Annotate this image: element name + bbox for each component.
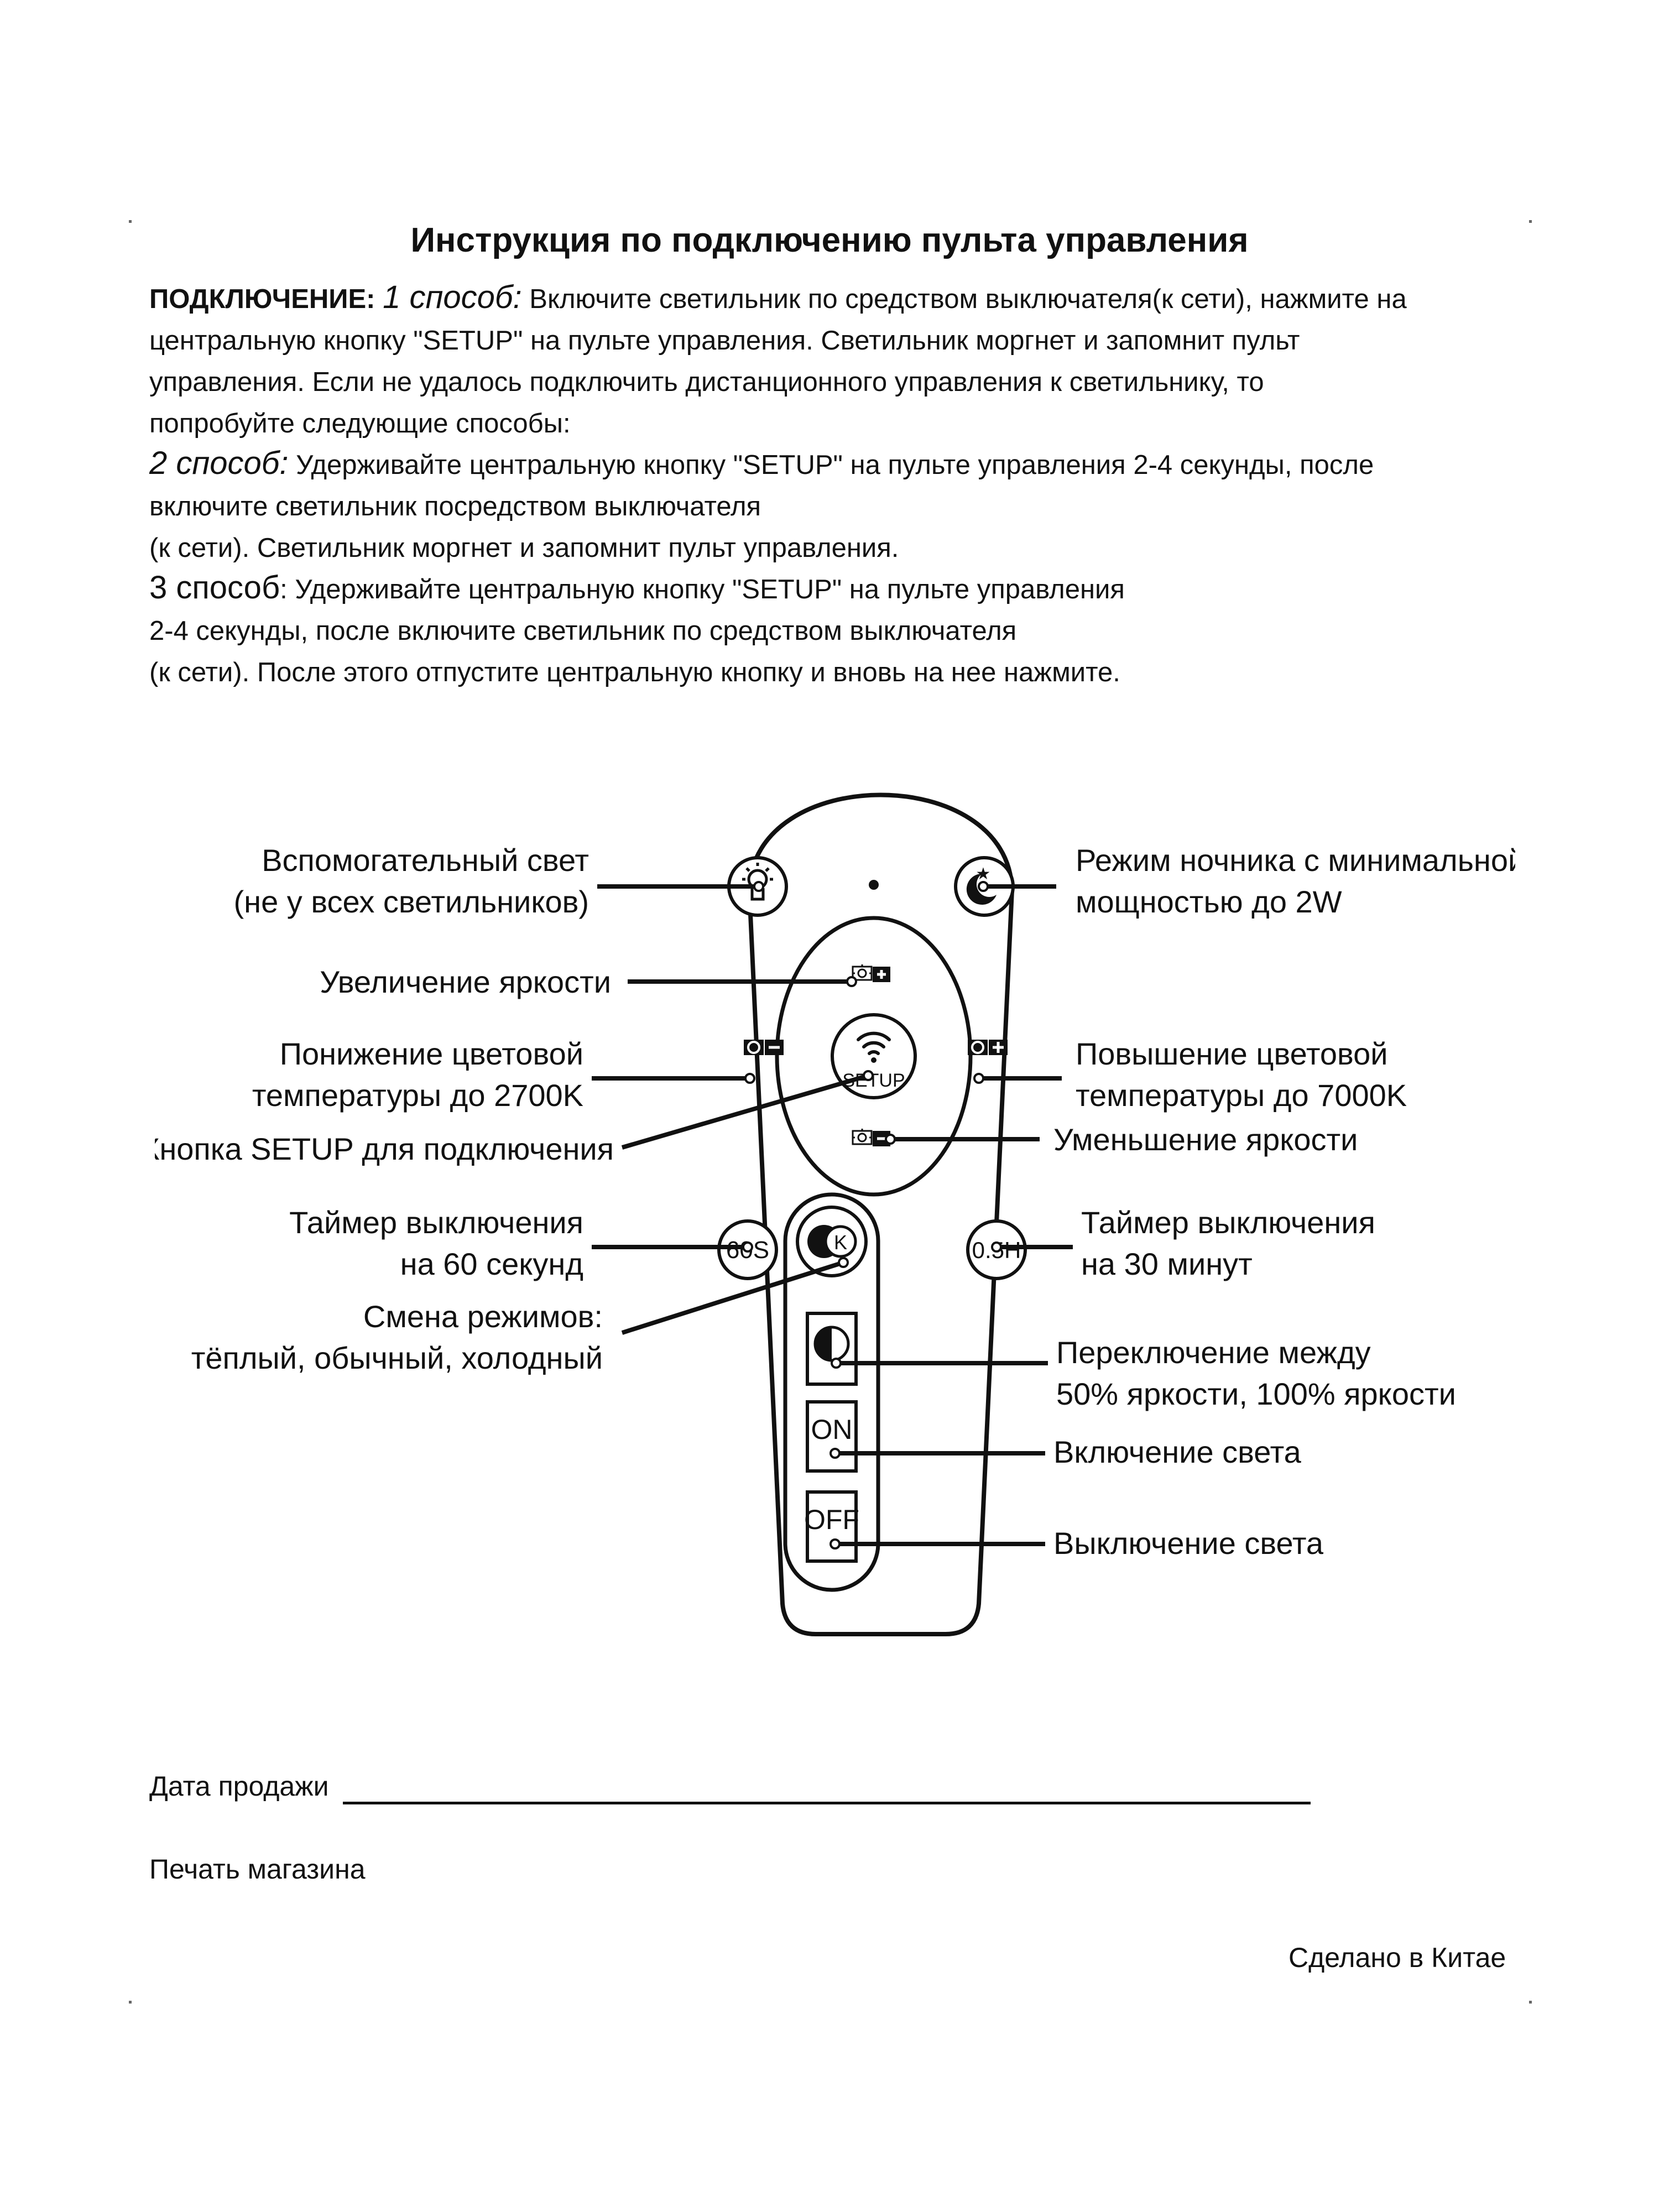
method-2-paragraph: 2 способ: Удерживайте центральную кнопку…	[149, 442, 1532, 569]
off-button-label: OFF	[804, 1504, 859, 1535]
timer-30min-label-line-1: Таймер выключения	[1081, 1205, 1375, 1240]
color-temp-down-label-line-2: температуры до 2700K	[252, 1078, 583, 1113]
timer-30min-label-line-2: на 30 минут	[1081, 1246, 1253, 1281]
night-mode-label-line-1: Режим ночника с минимальной	[1076, 843, 1515, 878]
method-2-line-2: включите светильник посредством выключат…	[149, 486, 1532, 528]
remote-control-diagram: ★ SETUP	[155, 741, 1515, 1692]
half-full-label-line-1: Переключение между	[1056, 1335, 1371, 1370]
aux-light-label-line-1: Вспомогательный свет	[262, 843, 589, 878]
method-3-line-3: (к сети). После этого отпустите централь…	[149, 652, 1532, 693]
made-in-label: Сделано в Китае	[1288, 1938, 1506, 1977]
method-2-label: 2 способ:	[149, 445, 289, 481]
half-full-label-line-2: 50% яркости, 100% яркости	[1056, 1376, 1456, 1411]
night-mode-label-line-2: мощностью до 2W	[1076, 884, 1342, 919]
method-1-line-3: управления. Если не удалось подключить д…	[149, 362, 1532, 403]
on-button-label: ON	[811, 1414, 853, 1445]
method-3-line-2: 2-4 секунды, после включите светильник п…	[149, 611, 1532, 652]
light-on-label: Включение света	[1053, 1434, 1302, 1469]
method-3-paragraph: 3 способ: Удерживайте центральную кнопку…	[149, 567, 1532, 693]
brightness-down-label: Уменьшение яркости	[1053, 1122, 1358, 1157]
page-title: Инструкция по подключению пульта управле…	[0, 218, 1659, 263]
sale-date-field: Дата продажи	[149, 1767, 329, 1806]
method-3-line-1: 3 способ: Удерживайте центральную кнопку…	[149, 567, 1532, 611]
sale-date-label: Дата продажи	[149, 1771, 329, 1802]
modes-label-line-1: Смена режимов:	[363, 1299, 603, 1334]
setup-label: Кнопка SETUP для подключения	[155, 1131, 614, 1166]
method-1-line-1: ПОДКЛЮЧЕНИЕ: 1 способ: Включите светильн…	[149, 276, 1532, 320]
mode-button-label: K	[834, 1231, 847, 1254]
method-1-text-1: Включите светильник по средством выключа…	[522, 284, 1407, 314]
half-circle-icon	[815, 1327, 848, 1360]
corner-mark-bottom-left	[129, 2001, 132, 2004]
method-2-text-1: Удерживайте центральную кнопку "SETUP" н…	[289, 450, 1374, 480]
color-temp-up-label-line-2: температуры до 7000K	[1076, 1078, 1407, 1113]
wifi-dot	[871, 1057, 877, 1063]
method-1-line-2: центральную кнопку "SETUP" на пульте упр…	[149, 320, 1532, 362]
indicator-dot	[869, 880, 879, 890]
brightness-down-button[interactable]	[853, 1129, 890, 1146]
brightness-up-button[interactable]	[853, 964, 890, 982]
timer-60s-label-line-2: на 60 секунд	[400, 1246, 583, 1281]
color-temp-up-button[interactable]	[968, 1040, 1008, 1055]
remote-diagram-svg: ★ SETUP	[155, 741, 1515, 1692]
method-3-label: 3 способ	[149, 570, 280, 606]
svg-text:★: ★	[976, 865, 991, 883]
color-temp-down-label-line-1: Понижение цветовой	[280, 1036, 583, 1071]
method-3-text-1: : Удерживайте центральную кнопку "SETUP"…	[280, 575, 1125, 604]
aux-light-label-line-2: (не у всех светильников)	[234, 884, 589, 919]
method-1-paragraph: ПОДКЛЮЧЕНИЕ: 1 способ: Включите светильн…	[149, 276, 1532, 445]
method-1-line-4: попробуйте следующие способы:	[149, 403, 1532, 445]
method-1-label: 1 способ:	[383, 279, 522, 315]
sale-date-underline[interactable]	[343, 1802, 1311, 1804]
brightness-up-label: Увеличение яркости	[320, 964, 611, 999]
color-temp-up-label-line-1: Повышение цветовой	[1076, 1036, 1388, 1071]
setup-button[interactable]: SETUP	[832, 1015, 915, 1098]
timer-60s-label-line-1: Таймер выключения	[289, 1205, 583, 1240]
light-off-label: Выключение света	[1053, 1526, 1324, 1561]
store-stamp-label: Печать магазина	[149, 1850, 366, 1888]
modes-label-line-2: тёплый, обычный, холодный	[191, 1340, 603, 1375]
corner-mark-bottom-right	[1529, 2001, 1532, 2004]
half-full-brightness-button[interactable]	[807, 1313, 856, 1384]
method-2-line-3: (к сети). Светильник моргнет и запомнит …	[149, 528, 1532, 569]
light-on-button[interactable]: ON	[807, 1402, 856, 1471]
connection-heading: ПОДКЛЮЧЕНИЕ:	[149, 284, 375, 314]
color-temp-down-button[interactable]	[744, 1040, 784, 1055]
light-off-button[interactable]: OFF	[804, 1492, 859, 1561]
method-2-line-1: 2 способ: Удерживайте центральную кнопку…	[149, 442, 1532, 486]
